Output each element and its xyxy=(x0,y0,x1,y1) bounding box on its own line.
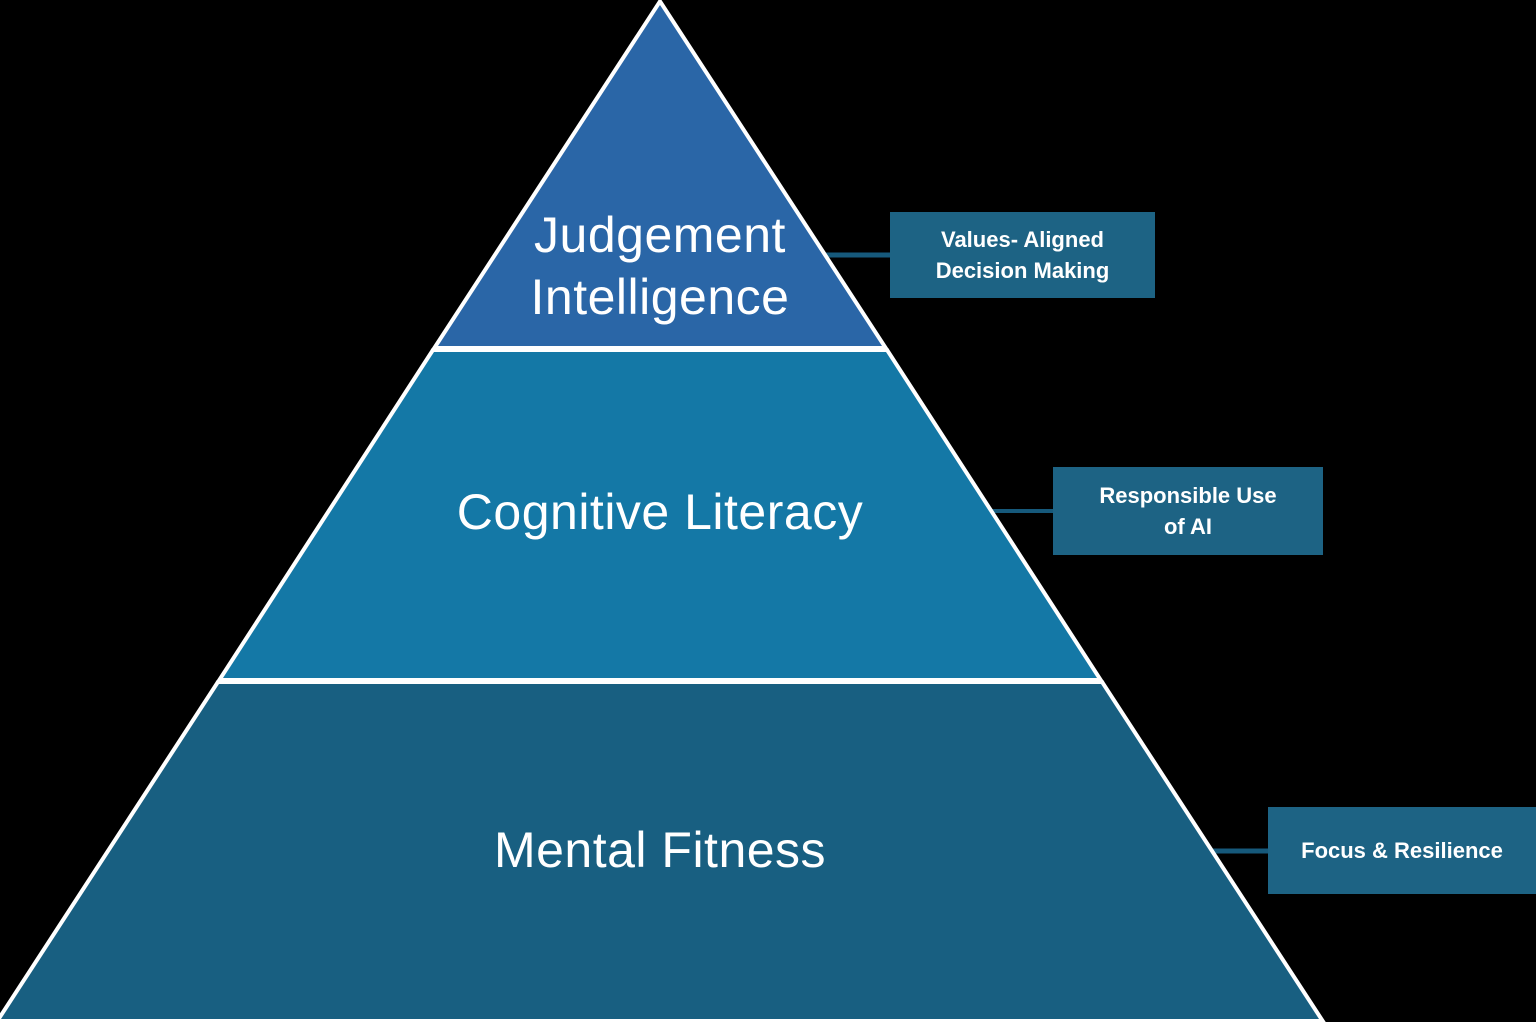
tier-label-mental-fitness: Mental Fitness xyxy=(360,819,960,881)
tier-label-line: Intelligence xyxy=(530,269,790,325)
callout-values-aligned-decision-making: Values- Aligned Decision Making xyxy=(890,212,1155,298)
tier-label-line: Cognitive Literacy xyxy=(456,484,864,540)
tier-mental-fitness-shape xyxy=(0,680,1326,1022)
tier-label-cognitive-literacy: Cognitive Literacy xyxy=(360,481,960,543)
tier-label-line: Mental Fitness xyxy=(493,822,827,878)
callout-text-line: Focus & Resilience xyxy=(1301,838,1503,863)
tier-label-judgement-intelligence: Judgement Intelligence xyxy=(360,204,960,328)
callout-text-line: of AI xyxy=(1163,514,1213,539)
callout-text-line: Decision Making xyxy=(935,258,1110,283)
tier-cognitive-literacy-shape xyxy=(215,348,1105,682)
callout-text-line: Values- Aligned xyxy=(940,227,1104,252)
tier-judgement-intelligence-shape xyxy=(430,0,890,350)
callout-focus-and-resilience: Focus & Resilience xyxy=(1268,807,1536,894)
callout-text-line: Responsible Use xyxy=(1099,483,1277,508)
tier-label-line: Judgement xyxy=(534,207,786,263)
callout-responsible-use-of-ai: Responsible Use of AI xyxy=(1053,467,1323,555)
